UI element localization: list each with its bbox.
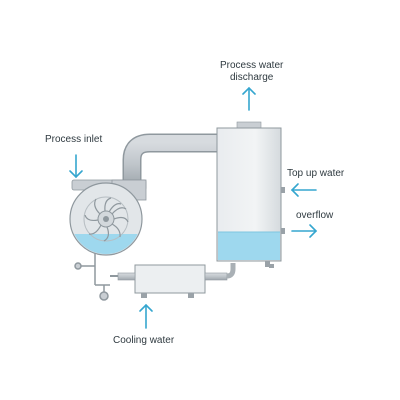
heat-exchanger — [110, 263, 236, 298]
process-inlet-label: Process inlet — [45, 134, 103, 145]
pump-water-ring — [71, 234, 141, 254]
cooling-water-label: Cooling water — [113, 335, 175, 346]
separator-tank — [216, 121, 285, 268]
liquid-ring-pump — [69, 179, 147, 301]
top-up-connection — [281, 187, 285, 193]
tank-water — [218, 232, 280, 260]
drain-valve — [74, 253, 110, 301]
overflow-arrow — [291, 224, 318, 238]
impeller — [83, 196, 129, 242]
cooling-water-arrow — [139, 303, 153, 329]
overflow-connection — [281, 228, 285, 234]
process-water-discharge-label-line1: Process water — [220, 60, 284, 71]
discharge-arrow — [242, 86, 256, 111]
flow-arrows — [69, 86, 318, 329]
top-up-water-label: Top up water — [287, 168, 345, 179]
overflow-label: overflow — [296, 210, 334, 221]
process-water-discharge-label-line2: discharge — [230, 72, 274, 83]
process-inlet-arrow — [69, 154, 83, 179]
top-up-water-arrow — [290, 183, 317, 197]
